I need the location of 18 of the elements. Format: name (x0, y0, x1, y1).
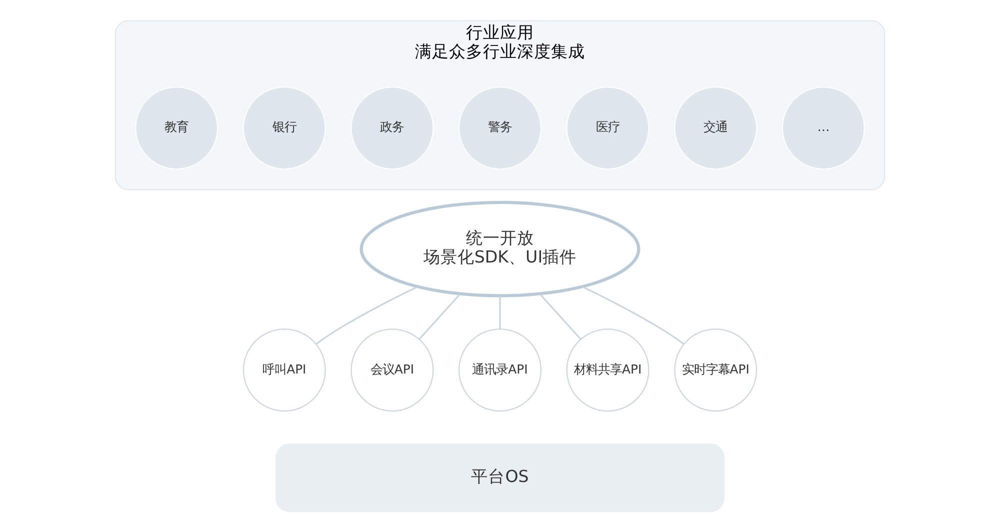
node-circle: 交通 (674, 86, 758, 170)
node-circle: 呼叫API (242, 328, 326, 412)
node-circle: … (782, 86, 865, 170)
node-circle: 教育 (135, 86, 218, 170)
node-circle: 会议API (350, 328, 434, 412)
connector (316, 286, 418, 345)
node-ellipse: 统一开放 场景化SDK、UI插件 (360, 200, 640, 298)
connector (499, 296, 501, 329)
node-circle: 通讯录API (458, 328, 542, 412)
node-circle: 银行 (242, 86, 326, 170)
node-circle: 材料共享API (566, 328, 650, 412)
connector (582, 286, 684, 345)
connector (418, 294, 461, 340)
connector (539, 294, 582, 340)
node-circle: 医疗 (566, 86, 650, 170)
node-circle: 政务 (350, 86, 434, 170)
node-circle: 实时字幕API (674, 328, 758, 412)
node-circle: 警务 (458, 86, 542, 170)
